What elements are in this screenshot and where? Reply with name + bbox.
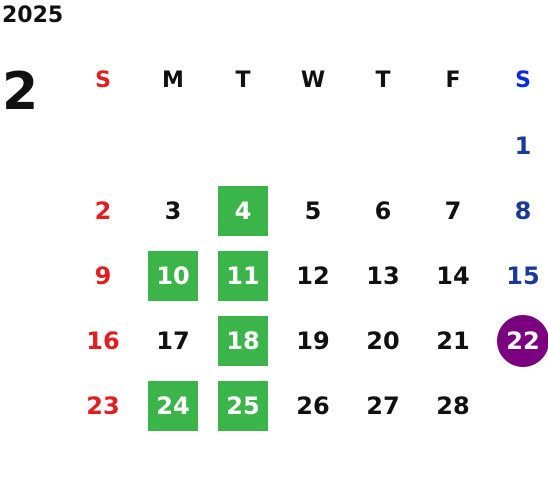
day-number: 23 (86, 391, 120, 420)
day-cell[interactable]: 5 (278, 178, 348, 243)
day-number: 6 (374, 196, 392, 225)
day-cell[interactable]: 26 (278, 373, 348, 438)
weekday-label: F (445, 68, 461, 93)
empty-cell (138, 113, 208, 178)
week-row: 23 24 25 26 27 28 (68, 373, 548, 438)
day-number: 14 (436, 261, 470, 290)
empty-cell (348, 113, 418, 178)
day-number: 21 (436, 326, 470, 355)
week-row: 9 10 11 12 13 14 15 (68, 243, 548, 308)
month-number: 2 (2, 62, 39, 122)
day-cell[interactable]: 2 (68, 178, 138, 243)
week-row: 1 (68, 113, 548, 178)
day-number: 12 (296, 261, 330, 290)
day-cell[interactable]: 23 (68, 373, 138, 438)
highlighted-day: 18 (218, 315, 268, 366)
day-number: 1 (514, 131, 532, 160)
day-number: 9 (94, 261, 112, 290)
day-number: 27 (366, 391, 400, 420)
empty-cell (418, 113, 488, 178)
day-cell[interactable]: 16 (68, 308, 138, 373)
empty-cell (68, 113, 138, 178)
day-cell[interactable]: 24 (138, 373, 208, 438)
day-number: 13 (366, 261, 400, 290)
day-number: 16 (86, 326, 120, 355)
day-number: 20 (366, 326, 400, 355)
highlighted-day: 10 (148, 250, 198, 301)
week-row: 16 17 18 19 20 21 22 (68, 308, 548, 373)
day-number: 2 (94, 196, 112, 225)
day-number: 7 (444, 196, 462, 225)
day-cell[interactable]: 10 (138, 243, 208, 308)
weekday-label: S (515, 68, 531, 93)
highlighted-day: 11 (218, 250, 268, 301)
day-cell[interactable]: 27 (348, 373, 418, 438)
weekday-label: S (95, 68, 111, 93)
day-cell[interactable]: 6 (348, 178, 418, 243)
weekday-label: T (235, 68, 251, 93)
day-cell[interactable]: 3 (138, 178, 208, 243)
weekday-label: W (300, 68, 326, 93)
day-cell[interactable]: 20 (348, 308, 418, 373)
day-cell[interactable]: 18 (208, 308, 278, 373)
day-cell[interactable]: 28 (418, 373, 488, 438)
highlighted-day: 4 (218, 185, 268, 236)
day-cell[interactable]: 22 (488, 308, 548, 373)
day-cell[interactable]: 14 (418, 243, 488, 308)
day-cell[interactable]: 9 (68, 243, 138, 308)
today-marker: 22 (497, 314, 548, 367)
day-cell[interactable]: 11 (208, 243, 278, 308)
day-number: 8 (514, 196, 532, 225)
day-number: 28 (436, 391, 470, 420)
day-cell[interactable]: 1 (488, 113, 548, 178)
year-label: 2025 (2, 3, 64, 28)
day-cell[interactable]: 19 (278, 308, 348, 373)
highlighted-day: 24 (148, 380, 198, 431)
empty-cell (488, 373, 548, 438)
day-number: 3 (164, 196, 182, 225)
highlighted-day: 25 (218, 380, 268, 431)
day-number: 19 (296, 326, 330, 355)
day-cell[interactable]: 15 (488, 243, 548, 308)
day-cell[interactable]: 17 (138, 308, 208, 373)
day-number: 5 (304, 196, 322, 225)
day-cell[interactable]: 8 (488, 178, 548, 243)
empty-cell (208, 113, 278, 178)
day-cell[interactable]: 4 (208, 178, 278, 243)
day-number: 15 (506, 261, 540, 290)
day-cell[interactable]: 21 (418, 308, 488, 373)
day-cell[interactable]: 12 (278, 243, 348, 308)
day-cell[interactable]: 13 (348, 243, 418, 308)
weekday-label: T (375, 68, 391, 93)
weekday-label: M (162, 68, 184, 93)
day-cell[interactable]: 25 (208, 373, 278, 438)
day-number: 17 (156, 326, 190, 355)
empty-cell (278, 113, 348, 178)
day-cell[interactable]: 7 (418, 178, 488, 243)
day-number: 26 (296, 391, 330, 420)
week-row: 2 3 4 5 6 7 8 (68, 178, 548, 243)
